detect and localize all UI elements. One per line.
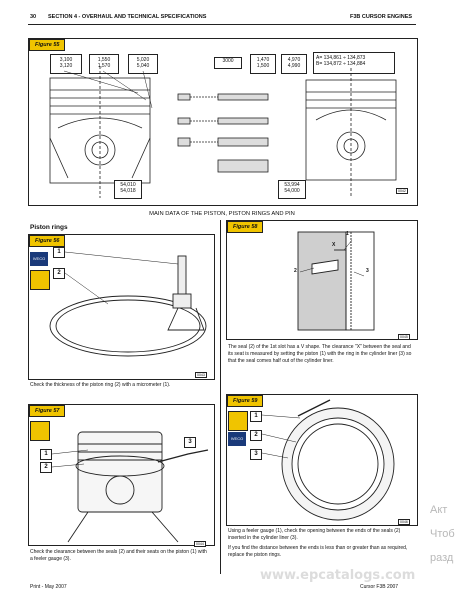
check-tool-icon-3 bbox=[228, 411, 248, 431]
check-tool-icon-2 bbox=[30, 421, 50, 441]
dim-box-ring2: 1,550 1,570 bbox=[89, 54, 119, 74]
figure-57-code: 0044 bbox=[194, 541, 206, 547]
pin-diameter-dim-box: 53,994 54,000 bbox=[278, 180, 306, 199]
engine-title: F3B CURSOR ENGINES bbox=[350, 14, 413, 20]
piston-left-section bbox=[49, 66, 151, 198]
section-title: SECTION 4 - OVERHAUL AND TECHNICAL SPECI… bbox=[48, 14, 207, 20]
column-divider bbox=[220, 220, 221, 574]
dim-box-slot1: 1,470 1,500 bbox=[250, 54, 276, 74]
figure-58-label: Figure 58 bbox=[227, 221, 264, 233]
fig59-callout-3: 3 bbox=[250, 449, 262, 460]
overlay-text-3: разд bbox=[430, 552, 454, 564]
seal-clearance-drawing bbox=[297, 231, 375, 331]
fig58-callout-1: 1 bbox=[346, 231, 349, 237]
overlay-text-1: Акт bbox=[430, 504, 448, 516]
fig57-callout-3: 3 bbox=[184, 437, 196, 448]
figure-55-code: 0042 bbox=[396, 188, 408, 194]
watermark-url: www.epcatalogs.com bbox=[260, 568, 416, 583]
figure-55-label: Figure 55 bbox=[29, 39, 66, 51]
figure-57-label: Figure 57 bbox=[29, 405, 66, 417]
page-number: 30 bbox=[30, 14, 37, 20]
piston-rings-heading: Piston rings bbox=[30, 224, 68, 231]
micrometer-drawing bbox=[49, 251, 207, 357]
footer-right: Cursor F3B 2007 bbox=[360, 584, 399, 590]
dim-box-slot2: 4,970 4,990 bbox=[281, 54, 307, 74]
check-tool-icon bbox=[30, 270, 50, 290]
fig58-callout-3: 3 bbox=[366, 268, 369, 274]
footer-print-date: Print - May 2007 bbox=[30, 584, 67, 590]
fig58-callout-2: 2 bbox=[294, 268, 297, 274]
pin-bore-dim-box: 54,010 54,018 bbox=[114, 180, 142, 199]
figure-56-caption: Check the thickness of the piston ring (… bbox=[30, 382, 171, 388]
figure-56-label: Figure 56 bbox=[29, 235, 66, 247]
fig56-callout-1: 1 bbox=[53, 247, 65, 258]
figure-59-caption-2: If you find the distance between the end… bbox=[228, 545, 408, 558]
dim-box-ring1: 3,100 3,120 bbox=[50, 54, 82, 74]
fig59-callout-1: 1 bbox=[250, 411, 262, 422]
fig59-callout-2: 2 bbox=[250, 430, 262, 441]
figure-55-title: MAIN DATA OF THE PISTON, PISTON RINGS AN… bbox=[149, 211, 295, 217]
piston-drawing bbox=[49, 66, 397, 198]
dim-box-ring3: 5,020 5,040 bbox=[128, 54, 158, 74]
piston-right-section bbox=[305, 68, 397, 198]
figure-57-caption: Check the clearance between the seals (2… bbox=[30, 549, 207, 562]
diameter-ab-box: A= 134,861 ÷ 134,873 B= 134,872 ÷ 134,88… bbox=[313, 52, 395, 74]
dim-box-3000: 3000 bbox=[214, 57, 242, 69]
header-rule bbox=[28, 24, 416, 25]
iveco-logo-icon-2: IVECO bbox=[228, 432, 246, 446]
liner-gap-drawing bbox=[261, 399, 395, 521]
overlay-text-2: Чтоб bbox=[430, 528, 455, 540]
rings-stack bbox=[177, 93, 269, 173]
fig58-x-mark: X bbox=[332, 242, 336, 248]
iveco-logo-icon: IVECO bbox=[30, 252, 48, 266]
fig57-callout-2: 2 bbox=[40, 462, 52, 473]
fig57-callout-1: 1 bbox=[40, 449, 52, 460]
figure-59-caption-1: Using a feeler gauge (1), check the open… bbox=[228, 528, 401, 541]
fig56-callout-2: 2 bbox=[53, 268, 65, 279]
figure-58-caption: The seal (2) of the 1st slot has a V sha… bbox=[228, 344, 412, 364]
figure-59-label: Figure 59 bbox=[227, 395, 264, 407]
feeler-piston-drawing bbox=[51, 431, 209, 543]
figure-56-code: 0043 bbox=[195, 372, 207, 378]
figure-58-code: 0045 bbox=[398, 334, 410, 340]
figure-59-code: 0046 bbox=[398, 519, 410, 525]
